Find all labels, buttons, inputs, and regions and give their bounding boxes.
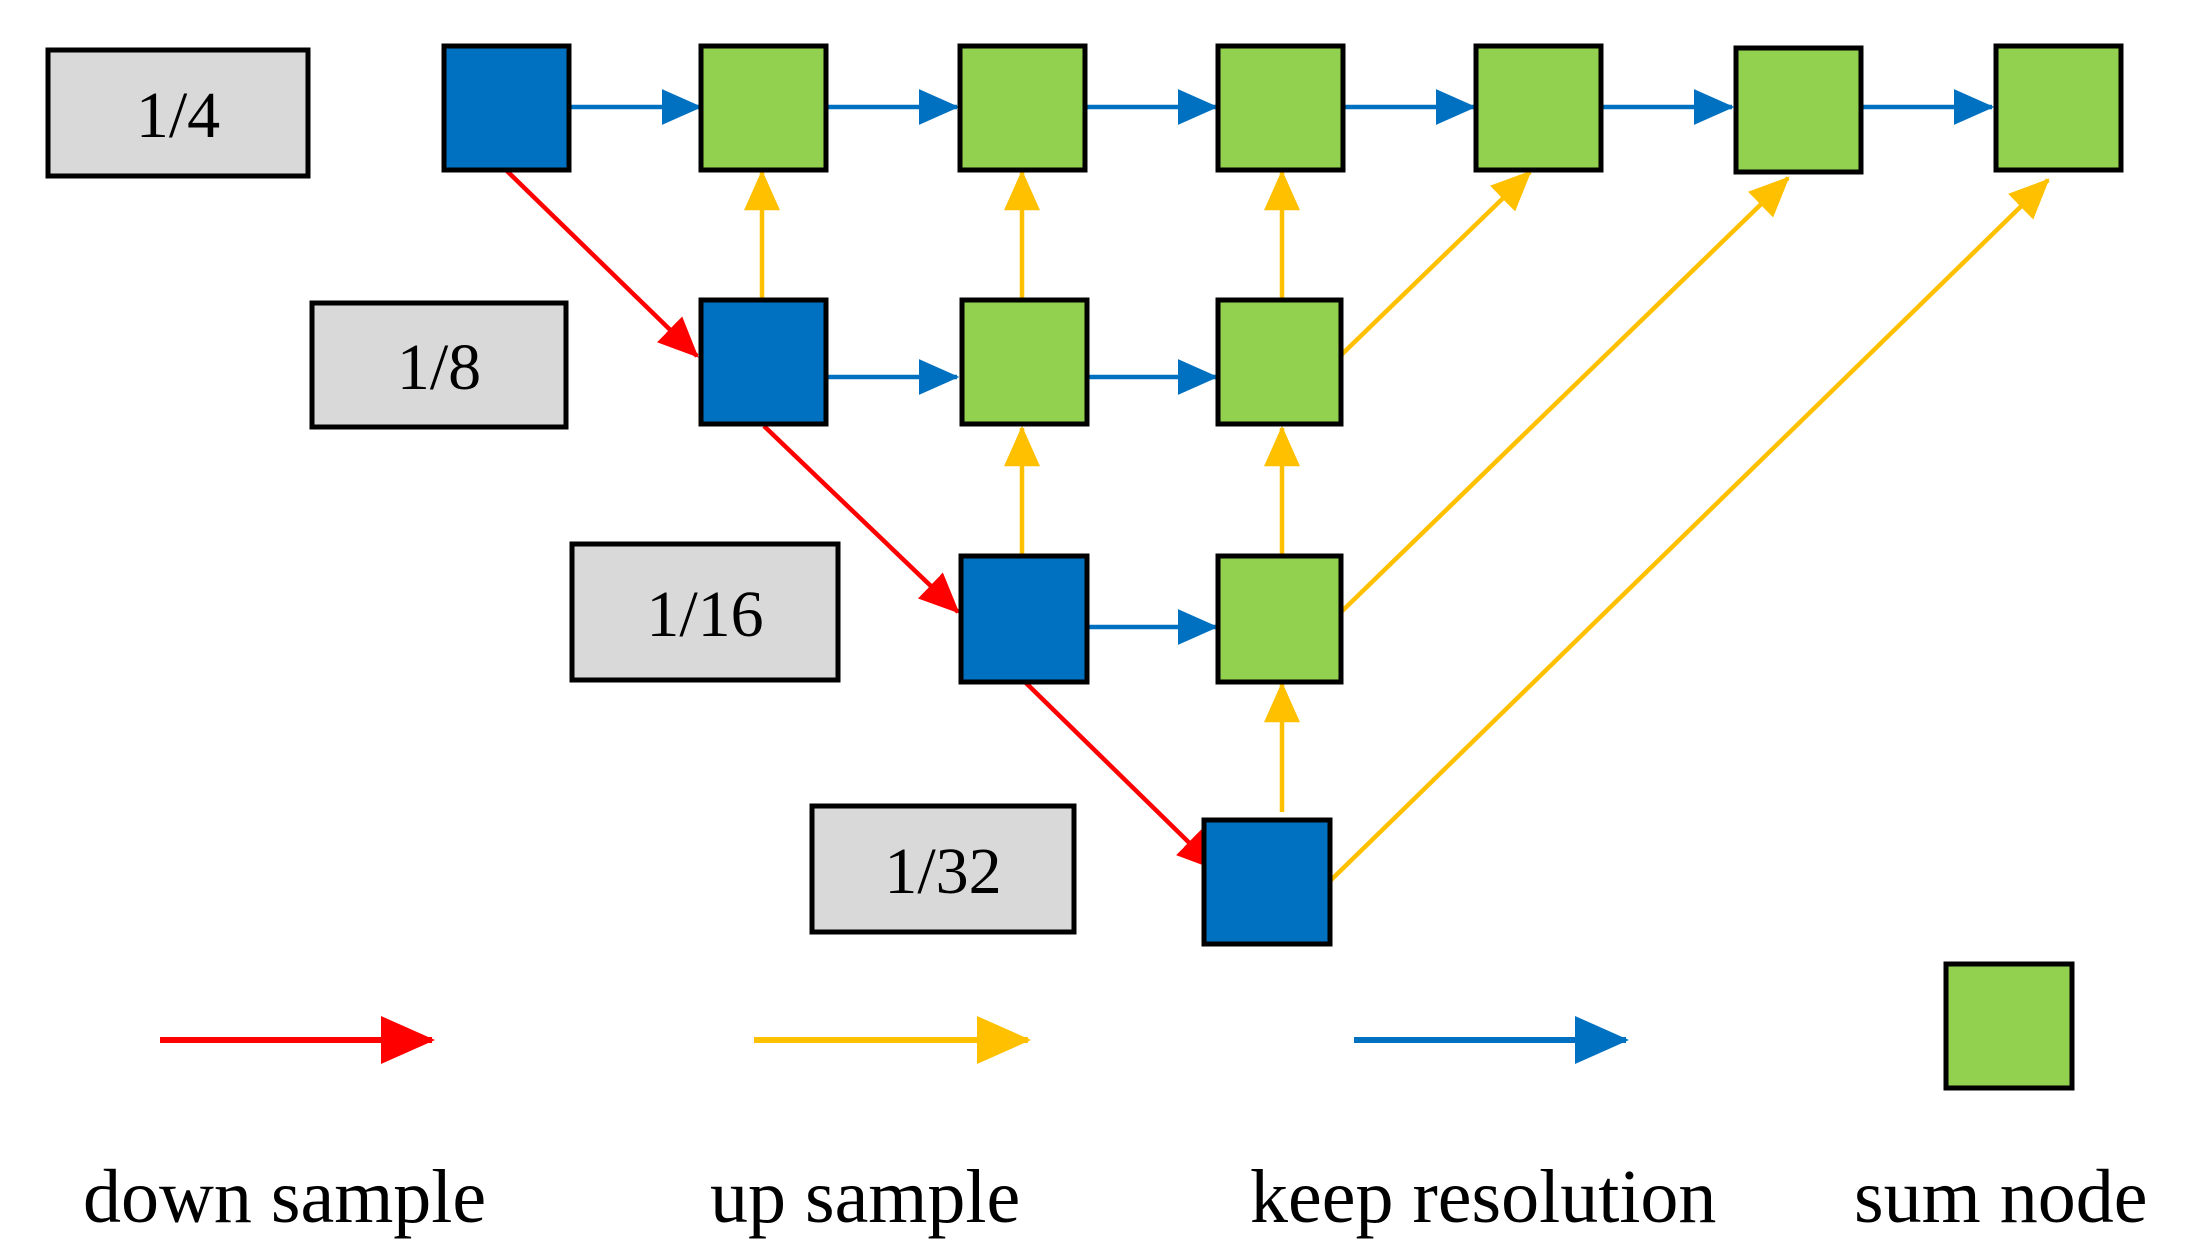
legend-sum-node-label: sum node	[1854, 1155, 2147, 1239]
down-sample-arrows	[505, 169, 1218, 871]
encoder-node-1-8	[698, 297, 829, 427]
encoder-node-1-4	[441, 43, 572, 173]
sum-node	[959, 297, 1090, 427]
sum-node	[1733, 45, 1864, 175]
scale-label-1-8-text: 1/8	[397, 331, 481, 404]
legend-keep-resolution-label: keep resolution	[1250, 1155, 1716, 1239]
encoder-node-1-16	[958, 553, 1090, 685]
sum-node	[1473, 43, 1604, 173]
legend-down-sample-label: down sample	[83, 1155, 486, 1239]
scale-label-1-8: 1/8	[309, 300, 569, 430]
encoder-nodes	[441, 43, 1333, 947]
sum-node	[1993, 43, 2124, 173]
scale-label-1-4-text: 1/4	[136, 79, 220, 152]
keep-resolution-arrows	[569, 89, 1995, 645]
legend-keep-resolution: keep resolution	[1250, 1016, 1716, 1239]
legend-sum-node: sum node	[1854, 961, 2147, 1239]
green-square-icon	[1943, 961, 2075, 1091]
legend-down-sample: down sample	[83, 1016, 486, 1239]
scale-label-1-16: 1/16	[569, 541, 841, 683]
scale-label-1-4: 1/4	[45, 47, 311, 179]
sum-node	[698, 43, 829, 173]
legend: down sample up sample keep resolution su…	[83, 961, 2147, 1239]
sum-node	[1215, 297, 1344, 427]
sum-node	[1215, 553, 1344, 685]
up-sample-arrows	[744, 169, 2050, 883]
sum-node	[957, 43, 1088, 173]
scale-label-1-32-text: 1/32	[884, 835, 1001, 908]
sum-nodes	[698, 43, 2124, 685]
legend-up-sample-label: up sample	[710, 1155, 1020, 1239]
scale-label-1-32: 1/32	[809, 803, 1077, 935]
sum-node	[1215, 43, 1346, 173]
encoder-node-1-32	[1201, 817, 1333, 947]
scale-label-1-16-text: 1/16	[646, 578, 763, 651]
legend-up-sample: up sample	[710, 1016, 1031, 1239]
